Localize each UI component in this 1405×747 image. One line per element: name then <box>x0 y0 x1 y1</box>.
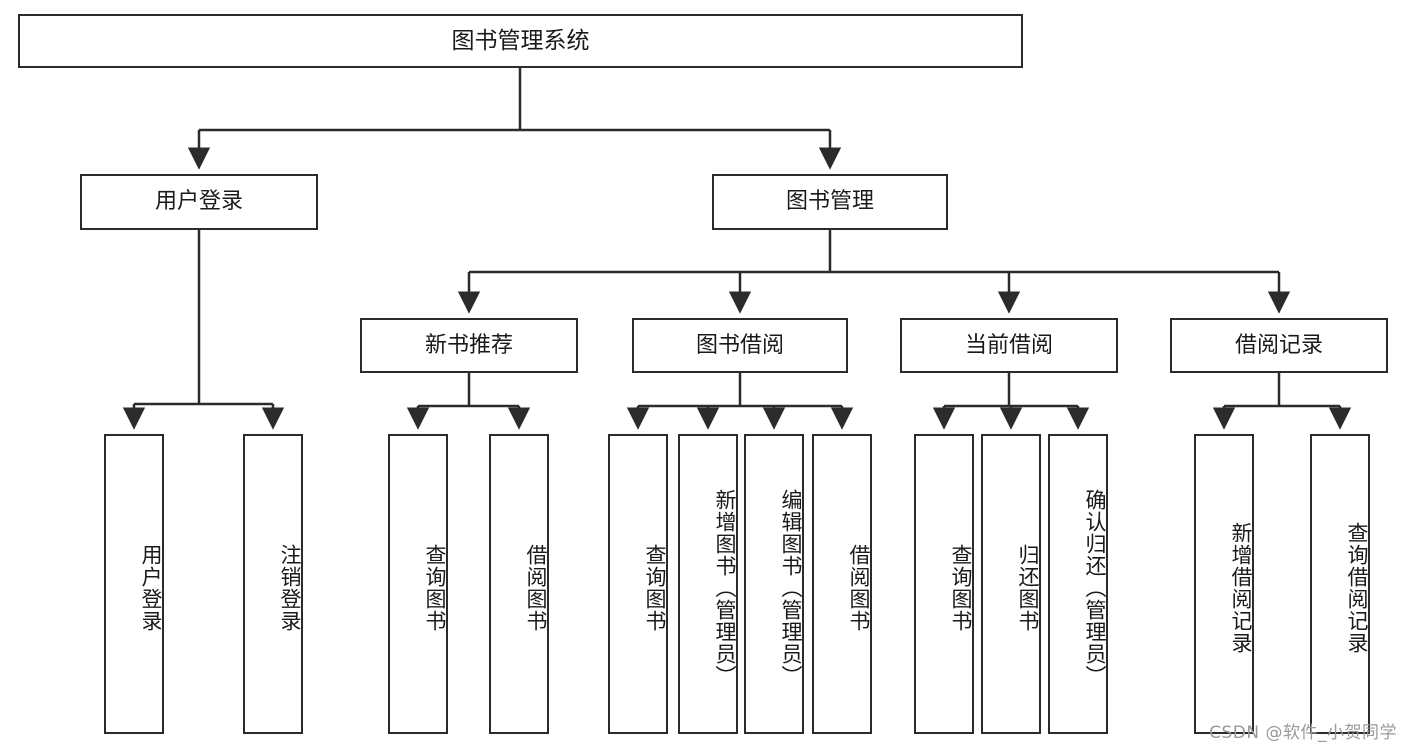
node-leaf-query-book-1[interactable]: 查询图书 <box>388 434 448 734</box>
node-root-label: 图书管理系统 <box>451 27 590 54</box>
node-leaf-logout[interactable]: 注销登录 <box>243 434 303 734</box>
node-leaf-query-book-2-label: 查询图书 <box>643 544 667 632</box>
node-leaf-confirm-return-label: 确认归还（管理员） <box>1083 489 1107 687</box>
node-user-login[interactable]: 用户登录 <box>80 174 318 230</box>
node-leaf-return-book[interactable]: 归还图书 <box>981 434 1041 734</box>
node-new-book-recommend-label: 新书推荐 <box>424 332 513 358</box>
watermark: CSDN @软件_小贺同学 <box>1209 723 1397 743</box>
node-borrow-record[interactable]: 借阅记录 <box>1170 318 1388 373</box>
node-leaf-query-record[interactable]: 查询借阅记录 <box>1310 434 1370 734</box>
node-book-borrow[interactable]: 图书借阅 <box>632 318 848 373</box>
node-leaf-query-record-label: 查询借阅记录 <box>1345 522 1369 654</box>
node-leaf-add-record-label: 新增借阅记录 <box>1229 522 1253 654</box>
node-leaf-add-book-label: 新增图书（管理员） <box>713 489 737 687</box>
node-current-borrow-label: 当前借阅 <box>964 332 1053 358</box>
node-new-book-recommend[interactable]: 新书推荐 <box>360 318 578 373</box>
node-leaf-logout-label: 注销登录 <box>278 544 302 632</box>
node-leaf-query-book-3[interactable]: 查询图书 <box>914 434 974 734</box>
node-leaf-edit-book[interactable]: 编辑图书（管理员） <box>744 434 804 734</box>
node-root[interactable]: 图书管理系统 <box>18 14 1023 68</box>
node-book-borrow-label: 图书借阅 <box>695 332 784 358</box>
node-leaf-add-book[interactable]: 新增图书（管理员） <box>678 434 738 734</box>
node-leaf-user-login-label: 用户登录 <box>139 544 163 632</box>
node-leaf-query-book-1-label: 查询图书 <box>423 544 447 632</box>
node-leaf-borrow-book-2[interactable]: 借阅图书 <box>812 434 872 734</box>
node-leaf-query-book-2[interactable]: 查询图书 <box>608 434 668 734</box>
node-book-manage[interactable]: 图书管理 <box>712 174 948 230</box>
node-leaf-borrow-book-1-label: 借阅图书 <box>524 544 548 632</box>
node-book-manage-label: 图书管理 <box>785 189 874 215</box>
node-user-login-label: 用户登录 <box>154 189 243 215</box>
node-leaf-confirm-return[interactable]: 确认归还（管理员） <box>1048 434 1108 734</box>
node-leaf-borrow-book-1[interactable]: 借阅图书 <box>489 434 549 734</box>
node-leaf-return-book-label: 归还图书 <box>1016 544 1040 632</box>
node-borrow-record-label: 借阅记录 <box>1234 332 1323 358</box>
node-leaf-user-login[interactable]: 用户登录 <box>104 434 164 734</box>
node-leaf-query-book-3-label: 查询图书 <box>949 544 973 632</box>
node-leaf-borrow-book-2-label: 借阅图书 <box>847 544 871 632</box>
node-leaf-add-record[interactable]: 新增借阅记录 <box>1194 434 1254 734</box>
node-leaf-edit-book-label: 编辑图书（管理员） <box>779 489 803 687</box>
node-current-borrow[interactable]: 当前借阅 <box>900 318 1118 373</box>
